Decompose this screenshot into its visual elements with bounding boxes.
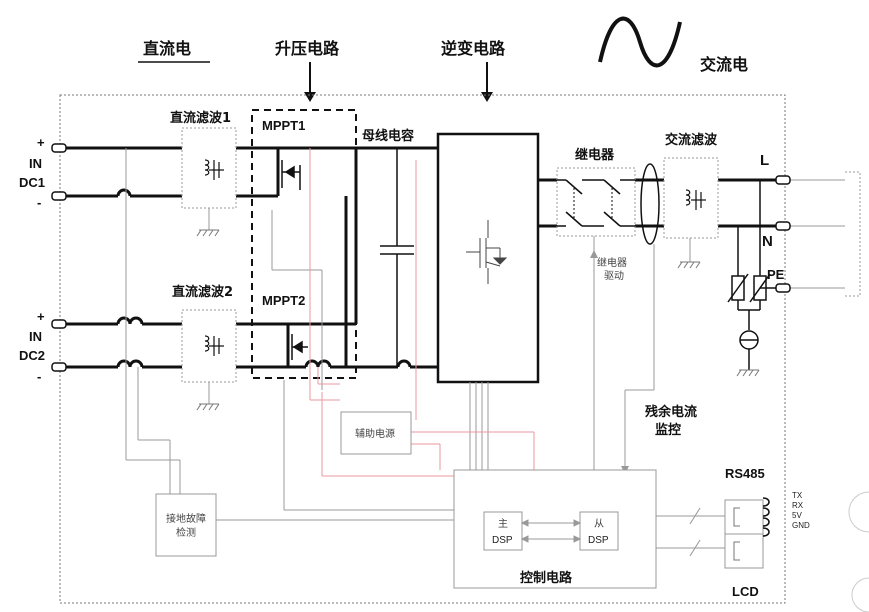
dc1-minus: - bbox=[37, 195, 41, 210]
rs485-connector-icon bbox=[733, 507, 740, 527]
lcd-label: LCD bbox=[732, 584, 759, 599]
slave-dsp-line2: DSP bbox=[588, 535, 609, 546]
aux-power-lines bbox=[309, 148, 535, 477]
mppt2-label: MPPT2 bbox=[262, 293, 305, 308]
relay-contacts-icon bbox=[557, 179, 635, 227]
ac-filter-icon bbox=[685, 189, 706, 210]
edge-decoration-2 bbox=[851, 577, 869, 612]
grid-box bbox=[845, 171, 861, 297]
dc-filter1-ground-icon bbox=[196, 229, 220, 237]
dc2-name: DC2 bbox=[19, 348, 45, 363]
inverter-block bbox=[436, 132, 540, 384]
input-terminals bbox=[51, 143, 67, 372]
bus-capacitor-icon bbox=[380, 148, 414, 367]
aux-power-box bbox=[340, 411, 412, 455]
relay-driver-line2: 驱动 bbox=[604, 270, 624, 282]
control-circuit-label: 控制电路 bbox=[520, 570, 573, 586]
mppt1-label: MPPT1 bbox=[262, 118, 305, 133]
lcd-connector-icon bbox=[733, 541, 740, 561]
residual-current-line1: 残余电流 bbox=[645, 404, 697, 420]
surge-ground-icon bbox=[736, 369, 760, 377]
dc-power-wires bbox=[66, 146, 438, 369]
ground-fault-line2: 检测 bbox=[176, 526, 196, 539]
rs485-pin-tx: TX bbox=[792, 491, 803, 500]
rs485-pins: TX RX 5V GND bbox=[762, 491, 810, 537]
aux-power-label: 辅助电源 bbox=[355, 427, 395, 440]
boost-arrowhead bbox=[304, 92, 316, 102]
residual-current-line2: 监控 bbox=[655, 422, 681, 438]
current-sensor-icon bbox=[640, 163, 660, 245]
mppt1-switch bbox=[281, 160, 301, 190]
dsp-link-arrows bbox=[520, 519, 582, 543]
rs485-pin-gnd: GND bbox=[792, 521, 810, 530]
bus-capacitor-label: 母线电容 bbox=[362, 128, 414, 144]
boost-dashed-box bbox=[251, 109, 357, 379]
ac-filter-box bbox=[663, 157, 719, 239]
header-boost: 升压电路 bbox=[275, 39, 340, 58]
dc-filter1-icon bbox=[204, 159, 224, 180]
dc1-in: IN bbox=[29, 156, 42, 171]
relay-driver-arrow bbox=[590, 250, 598, 258]
rs485-label: RS485 bbox=[725, 466, 765, 481]
ground-fault-box bbox=[155, 493, 217, 557]
dc-filter2-icon bbox=[204, 335, 224, 356]
dc2-minus: - bbox=[37, 369, 41, 384]
output-pe-label: PE bbox=[767, 267, 785, 282]
output-l-label: L bbox=[760, 152, 769, 169]
edge-decoration bbox=[848, 491, 869, 533]
relay-driver-line1: 继电器 bbox=[597, 256, 627, 269]
dc2-in: IN bbox=[29, 329, 42, 344]
output-terminals bbox=[775, 175, 791, 293]
master-dsp-box bbox=[483, 511, 523, 551]
dc-filter2-label: 直流滤波2 bbox=[172, 284, 233, 300]
dc2-plus: + bbox=[37, 309, 45, 324]
inverter-arrowhead bbox=[481, 92, 493, 102]
header-ac: 交流电 bbox=[700, 55, 748, 74]
ac-sine-wave-icon bbox=[598, 16, 682, 68]
ac-filter-label: 交流滤波 bbox=[665, 132, 718, 148]
rs485-pin-5v: 5V bbox=[792, 511, 802, 520]
signal-lines-grey bbox=[125, 148, 725, 557]
dc-filter1-label: 直流滤波1 bbox=[170, 110, 231, 126]
ac-filter-ground-icon bbox=[677, 261, 701, 269]
lcd-port bbox=[724, 533, 764, 569]
slave-dsp-box bbox=[579, 511, 619, 551]
rs485-port bbox=[724, 499, 764, 535]
dc1-name: DC1 bbox=[19, 175, 45, 190]
header-inverter: 逆变电路 bbox=[441, 39, 506, 58]
master-dsp-line2: DSP bbox=[492, 535, 513, 546]
slave-dsp-line1: 从 bbox=[594, 519, 604, 530]
surge-protection-icon bbox=[727, 180, 776, 370]
output-n-label: N bbox=[762, 233, 773, 250]
ground-fault-line1: 接地故障 bbox=[166, 512, 206, 525]
dc1-plus: + bbox=[37, 135, 45, 150]
enclosure bbox=[59, 94, 786, 604]
relay-label: 继电器 bbox=[575, 147, 615, 163]
header-dc: 直流电 bbox=[143, 39, 191, 58]
dc-filter2-ground-icon bbox=[196, 403, 220, 411]
rs485-pin-rx: RX bbox=[792, 501, 804, 510]
inverter-switch-icon bbox=[466, 220, 508, 284]
grid-wires bbox=[790, 179, 845, 289]
mppt2-switch bbox=[291, 334, 308, 360]
master-dsp-line1: 主 bbox=[498, 518, 508, 530]
